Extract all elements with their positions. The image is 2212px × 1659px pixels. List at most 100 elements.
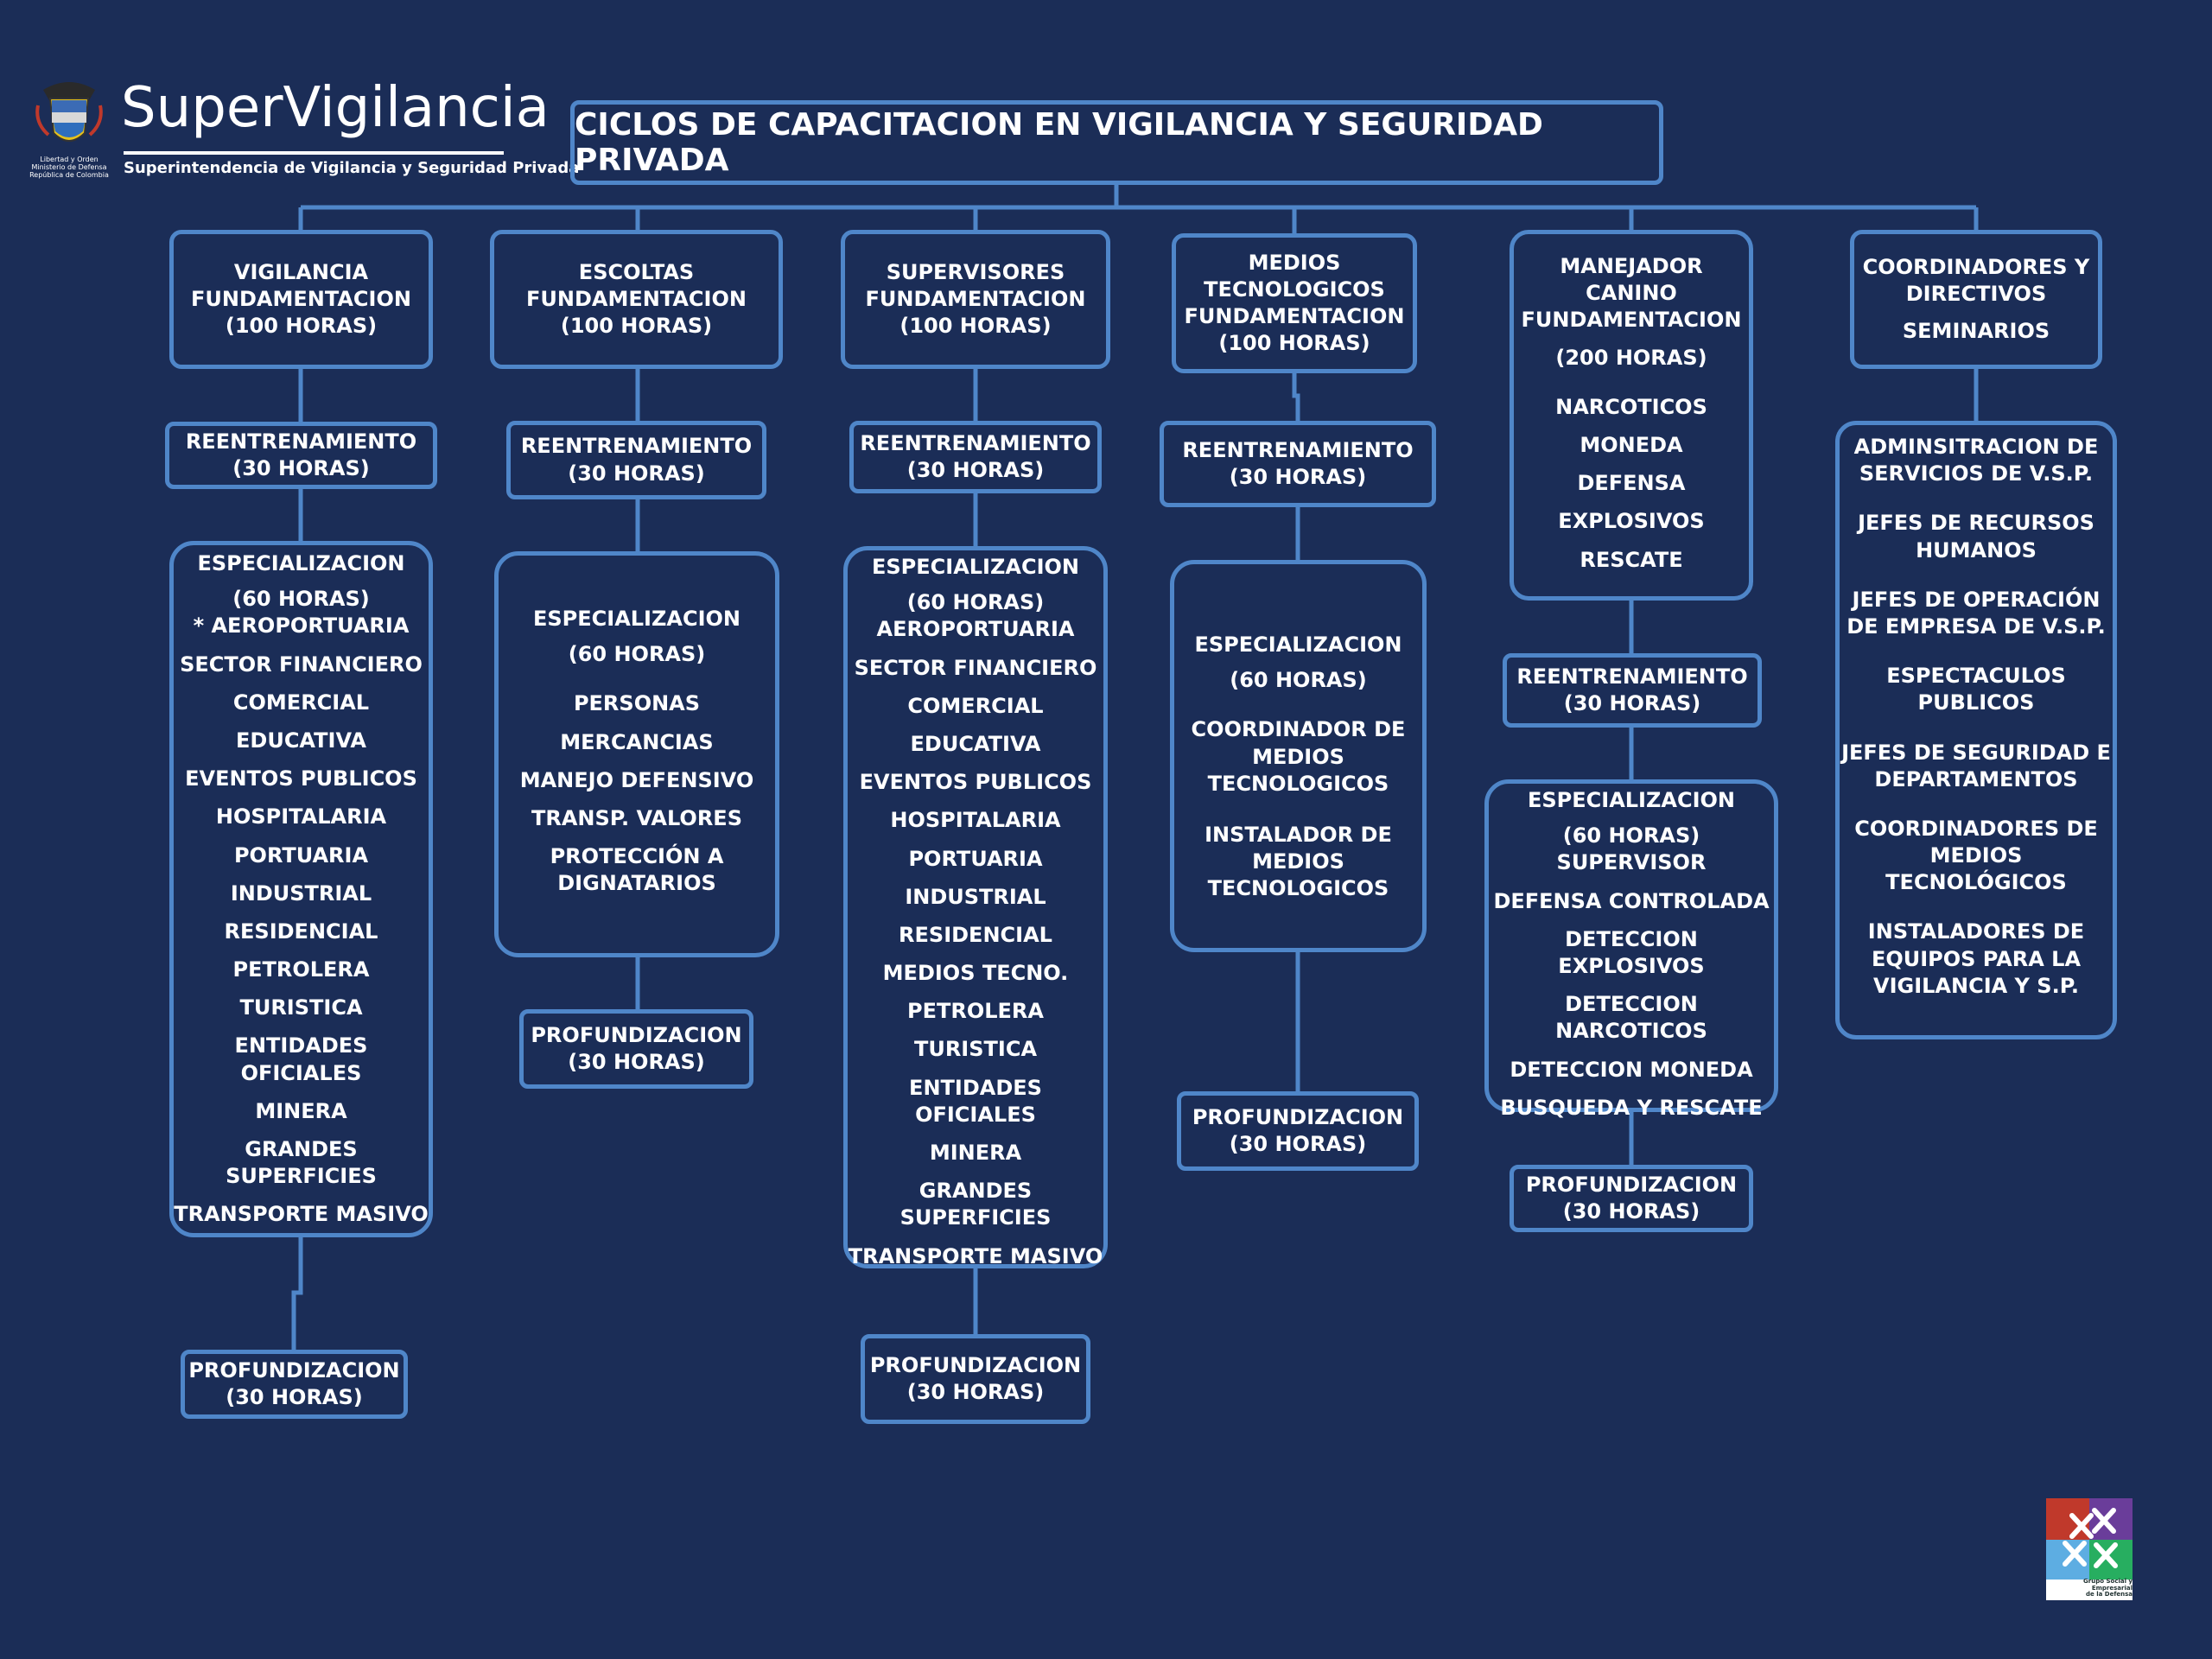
list-item: DEFENSA — [1577, 471, 1686, 496]
vigilancia-especializacion-box: ESPECIALIZACION (60 HORAS) * AEROPORTUAR… — [169, 541, 433, 1237]
supervisores-fundamentacion-box: SUPERVISORES FUNDAMENTACION (100 HORAS) — [841, 230, 1110, 369]
list-item: RESCATE — [1580, 547, 1683, 572]
list-item: JEFES DE OPERACIÓN DE EMPRESA DE V.S.P. — [1847, 587, 2106, 639]
list-item: TRANSPORTE MASIVO — [174, 1202, 429, 1227]
especializacion-title: ESPECIALIZACION — [1527, 788, 1735, 812]
list-item: JEFES DE SEGURIDAD E DEPARTAMENTOS — [1841, 740, 2111, 791]
list-item: COMERCIAL — [232, 690, 370, 715]
list-item: DETECCION NARCOTICOS — [1555, 992, 1707, 1044]
list-item: * AEROPORTUARIA — [193, 613, 410, 639]
especializacion-hours: (60 HORAS) — [568, 642, 706, 667]
list-item: MEDIOS TECNO. — [882, 961, 1069, 986]
canino-fund-hours: (200 HORAS) — [1555, 345, 1707, 370]
chart-title: CICLOS DE CAPACITACION EN VIGILANCIA Y S… — [570, 100, 1663, 185]
crest-caption: Libertad y Orden Ministerio de Defensa R… — [29, 156, 109, 180]
list-item: PETROLERA — [907, 999, 1044, 1024]
list-item: TRANSPORTE MASIVO — [848, 1243, 1103, 1268]
coordinadores-title: COORDINADORES Y DIRECTIVOS — [1862, 254, 2090, 306]
list-item: TURISTICA — [913, 1037, 1038, 1062]
list-item: GRANDES SUPERFICIES — [899, 1179, 1052, 1230]
list-item: COMERCIAL — [907, 693, 1044, 718]
list-item: MINERA — [929, 1141, 1022, 1165]
vigilancia-reentrenamiento-box: REENTRENAMIENTO (30 HORAS) — [165, 422, 437, 489]
list-item: RESIDENCIAL — [224, 918, 378, 944]
canino-reentrenamiento-box: REENTRENAMIENTO (30 HORAS) — [1503, 653, 1762, 728]
vigilancia-profundizacion-box: PROFUNDIZACION (30 HORAS) — [181, 1350, 408, 1419]
brand-divider — [124, 151, 504, 155]
especializacion-list: * AEROPORTUARIA SECTOR FINANCIERO COMERCIA… — [174, 613, 429, 1239]
list-item: ENTIDADES OFICIALES — [234, 1033, 368, 1085]
list-item: COORDINADORES DE MEDIOS TECNOLÓGICOS — [1854, 816, 2098, 895]
list-item: DEFENSA CONTROLADA — [1493, 888, 1770, 913]
canino-fund-title: MANEJADOR CANINO FUNDAMENTACION — [1521, 254, 1742, 333]
especializacion-title: ESPECIALIZACION — [1194, 632, 1402, 657]
escoltas-fundamentacion-box: ESCOLTAS FUNDAMENTACION (100 HORAS) — [490, 230, 783, 369]
list-item: DETECCION EXPLOSIVOS — [1558, 926, 1705, 978]
list-item: EDUCATIVA — [236, 728, 366, 753]
list-item: GRANDES SUPERFICIES — [226, 1137, 377, 1189]
list-item: AEROPORTUARIA — [876, 617, 1075, 642]
brand-subtitle: Superintendencia de Vigilancia y Segurid… — [124, 159, 580, 177]
list-item: PROTECCIÓN A DIGNATARIOS — [550, 844, 724, 896]
especializacion-title: ESPECIALIZACION — [197, 551, 405, 575]
list-item: MERCANCIAS — [560, 729, 714, 754]
supervisores-profundizacion-box: PROFUNDIZACION (30 HORAS) — [861, 1334, 1090, 1424]
list-item: TRANSP. VALORES — [531, 805, 742, 830]
colombia-crest-icon — [33, 79, 105, 156]
medios-fundamentacion-box: MEDIOS TECNOLOGICOS FUNDAMENTACION (100 … — [1172, 233, 1417, 373]
list-item: SECTOR FINANCIERO — [854, 655, 1097, 680]
list-item: HOSPITALARIA — [215, 804, 387, 830]
escoltas-profundizacion-box: PROFUNDIZACION (30 HORAS) — [519, 1009, 753, 1089]
list-item: ADMINSITRACION DE SERVICIOS DE V.S.P. — [1853, 435, 2099, 486]
supervisores-reentrenamiento-box: REENTRENAMIENTO (30 HORAS) — [849, 421, 1102, 493]
list-item: JEFES DE RECURSOS HUMANOS — [1858, 511, 2094, 563]
canino-profundizacion-box: PROFUNDIZACION (30 HORAS) — [1510, 1165, 1753, 1232]
list-item: PORTUARIA — [908, 846, 1043, 871]
list-item: DETECCION MONEDA — [1510, 1057, 1753, 1082]
list-item: COORDINADOR DE MEDIOS TECNOLOGICOS — [1191, 717, 1406, 796]
especializacion-list: COORDINADOR DE MEDIOS TECNOLOGICOS INSTAL… — [1192, 716, 1406, 926]
seminarios-label: SEMINARIOS — [1902, 319, 2050, 344]
medios-reentrenamiento-box: REENTRENAMIENTO (30 HORAS) — [1160, 421, 1436, 507]
list-item: MONEDA — [1580, 432, 1683, 457]
list-item: EDUCATIVA — [910, 731, 1041, 756]
escoltas-especializacion-box: ESPECIALIZACION (60 HORAS) PERSONAS MERCA… — [494, 551, 779, 957]
especializacion-title: ESPECIALIZACION — [871, 555, 1079, 579]
especializacion-hours: (60 HORAS) — [1562, 823, 1700, 849]
list-item: EVENTOS PUBLICOS — [185, 766, 417, 791]
list-item: INDUSTRIAL — [905, 884, 1046, 909]
list-item: EXPLOSIVOS — [1558, 509, 1705, 534]
seminarios-list-box: ADMINSITRACION DE SERVICIOS DE V.S.P. JEF… — [1835, 421, 2117, 1039]
especializacion-hours: (60 HORAS) — [1230, 668, 1367, 693]
list-item: PETROLERA — [232, 957, 370, 982]
supervisores-especializacion-box: ESPECIALIZACION (60 HORAS) AEROPORTUARIA… — [843, 546, 1108, 1268]
list-item: INSTALADOR DE MEDIOS TECNOLOGICOS — [1205, 822, 1392, 901]
list-item: BUSQUEDA Y RESCATE — [1500, 1095, 1763, 1120]
list-item: PERSONAS — [573, 691, 701, 716]
canino-fundamentacion-box: MANEJADOR CANINO FUNDAMENTACION (200 HOR… — [1510, 230, 1753, 601]
list-item: TURISTICA — [239, 995, 363, 1020]
especializacion-hours: (60 HORAS) — [906, 590, 1045, 615]
list-item: INDUSTRIAL — [230, 880, 372, 906]
grupo-social-defensa-logo — [2046, 1498, 2133, 1600]
list-item: ENTIDADES OFICIALES — [909, 1075, 1042, 1127]
list-item: INSTALADORES DE EQUIPOS PARA LA VIGILANC… — [1867, 919, 2085, 998]
medios-especializacion-box: ESPECIALIZACION (60 HORAS) COORDINADOR D… — [1170, 560, 1427, 952]
medios-profundizacion-box: PROFUNDIZACION (30 HORAS) — [1177, 1091, 1419, 1171]
vigilancia-fundamentacion-box: VIGILANCIA FUNDAMENTACION (100 HORAS) — [169, 230, 433, 369]
list-item: NARCOTICOS — [1555, 394, 1707, 419]
especializacion-title: ESPECIALIZACION — [532, 607, 741, 631]
brand-name: SuperVigilancia — [121, 76, 550, 140]
especializacion-list: AEROPORTUARIA SECTOR FINANCIERO COMERCIAL E… — [848, 616, 1103, 1281]
list-item: HOSPITALARIA — [890, 808, 1061, 833]
escoltas-reentrenamiento-box: REENTRENAMIENTO (30 HORAS) — [506, 421, 766, 499]
seminarios-list: ADMINSITRACION DE SERVICIOS DE V.S.P. JEF… — [1841, 434, 2111, 1022]
coordinadores-box: COORDINADORES Y DIRECTIVOS SEMINARIOS — [1850, 230, 2102, 369]
list-item: ESPECTACULOS PUBLICOS — [1886, 664, 2066, 715]
list-item: SECTOR FINANCIERO — [180, 652, 423, 677]
corner-logo-caption: Grupo Social y Empresarial de la Defensa — [2083, 1578, 2133, 1599]
